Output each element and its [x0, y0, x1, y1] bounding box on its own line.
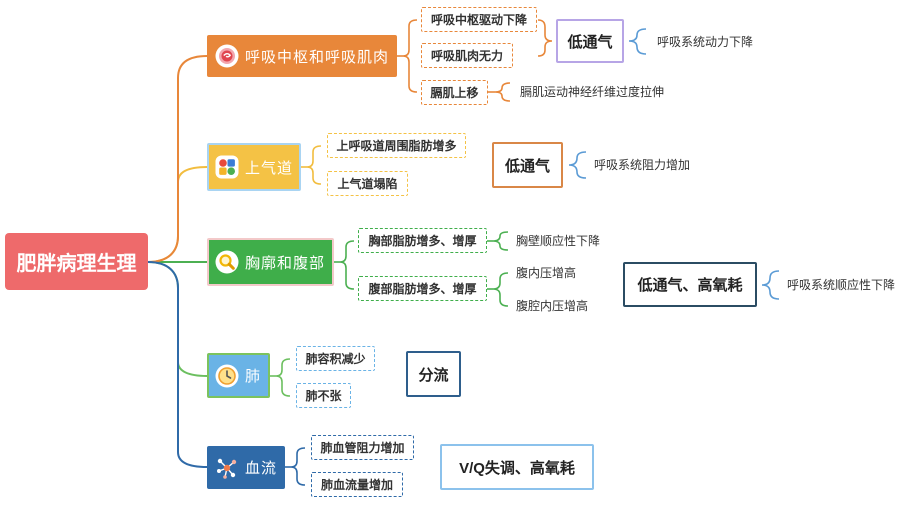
target-icon	[215, 44, 239, 68]
blood-flow-brace	[290, 447, 306, 486]
topic-label: 呼吸中枢和呼吸肌肉	[245, 47, 390, 66]
grid-icon	[215, 155, 239, 179]
outcome-hypoventilation-oxygen-cost[interactable]: 低通气、高氧耗	[623, 262, 757, 307]
note-intra-abdominal-pressure[interactable]: 腹内压增高	[516, 266, 577, 280]
subtopic-blood-flow-increase[interactable]: 肺血流量增加	[311, 472, 403, 497]
mechanism-dynamics-decline[interactable]: 呼吸系统动力下降	[657, 35, 754, 49]
mechanism-brace-dynamics	[628, 28, 647, 55]
topic-label: 上气道	[245, 158, 294, 177]
topic-lung[interactable]: 肺	[207, 353, 270, 398]
note-abdominal-cavity-pressure[interactable]: 腹腔内压增高	[516, 299, 589, 313]
outcome-hypoventilation-2[interactable]: 低通气	[492, 142, 563, 188]
note-diaphragm-nerve-stretch[interactable]: 膈肌运动神经纤维过度拉伸	[520, 85, 665, 99]
subtopic-muscle-weakness[interactable]: 呼吸肌肉无力	[421, 43, 513, 68]
subtopic-diaphragm-elevation[interactable]: 膈肌上移	[421, 80, 488, 105]
topic-respiratory-center-muscles[interactable]: 呼吸中枢和呼吸肌肉	[207, 35, 397, 77]
subtopic-peri-airway-fat[interactable]: 上呼吸道周围脂肪增多	[327, 133, 466, 158]
respiratory-center-summary-brace	[537, 19, 553, 57]
clock-icon	[215, 364, 239, 388]
subtopic-lung-volume[interactable]: 肺容积减少	[296, 346, 375, 371]
outcome-shunt[interactable]: 分流	[406, 351, 461, 397]
outcome-hypoventilation-1[interactable]: 低通气	[556, 19, 624, 63]
outcome-vq-mismatch[interactable]: V/Q失调、高氧耗	[440, 444, 594, 490]
subtopic-abdomen-fat[interactable]: 腹部脂肪增多、增厚	[358, 276, 487, 301]
topic-label: 胸廓和腹部	[245, 253, 326, 272]
topic-label: 肺	[245, 367, 262, 385]
topic-upper-airway[interactable]: 上气道	[207, 143, 301, 191]
respiratory-center-connector	[147, 55, 208, 263]
network-icon	[215, 456, 239, 480]
chest-abdomen-brace	[339, 240, 355, 290]
mechanism-compliance-decline[interactable]: 呼吸系统顺应性下降	[787, 278, 896, 292]
chest-fat-note-brace	[492, 231, 509, 251]
subtopic-respiratory-drive[interactable]: 呼吸中枢驱动下降	[421, 7, 537, 32]
lung-brace	[275, 358, 291, 397]
abdomen-fat-note-brace	[492, 272, 509, 307]
topic-blood-flow[interactable]: 血流	[207, 446, 285, 489]
mechanism-brace-compliance	[761, 270, 780, 300]
subtopic-chest-fat[interactable]: 胸部脂肪增多、增厚	[358, 228, 487, 253]
root-topic[interactable]: 肥胖病理生理	[5, 233, 148, 290]
mechanism-braces	[568, 28, 780, 300]
upper-airway-brace	[306, 145, 322, 185]
diaphragm-note-brace	[494, 82, 511, 102]
subtopic-airway-collapse[interactable]: 上气道塌陷	[327, 171, 408, 196]
note-chest-wall-compliance[interactable]: 胸壁顺应性下降	[516, 234, 601, 248]
mechanism-brace-resistance	[568, 151, 587, 179]
blood-flow-branch-lines	[147, 261, 306, 486]
topic-label: 血流	[245, 459, 278, 477]
subtopic-vascular-resistance[interactable]: 肺血管阻力增加	[311, 435, 414, 460]
subtopic-atelectasis[interactable]: 肺不张	[296, 383, 351, 408]
mechanism-resistance-increase[interactable]: 呼吸系统阻力增加	[594, 158, 691, 172]
respiratory-center-branch-lines	[147, 19, 553, 263]
magnifier-icon	[215, 250, 239, 274]
respiratory-center-brace	[402, 19, 418, 93]
blood-flow-connector	[147, 261, 208, 468]
topic-chest-abdomen[interactable]: 胸廓和腹部	[207, 238, 334, 286]
